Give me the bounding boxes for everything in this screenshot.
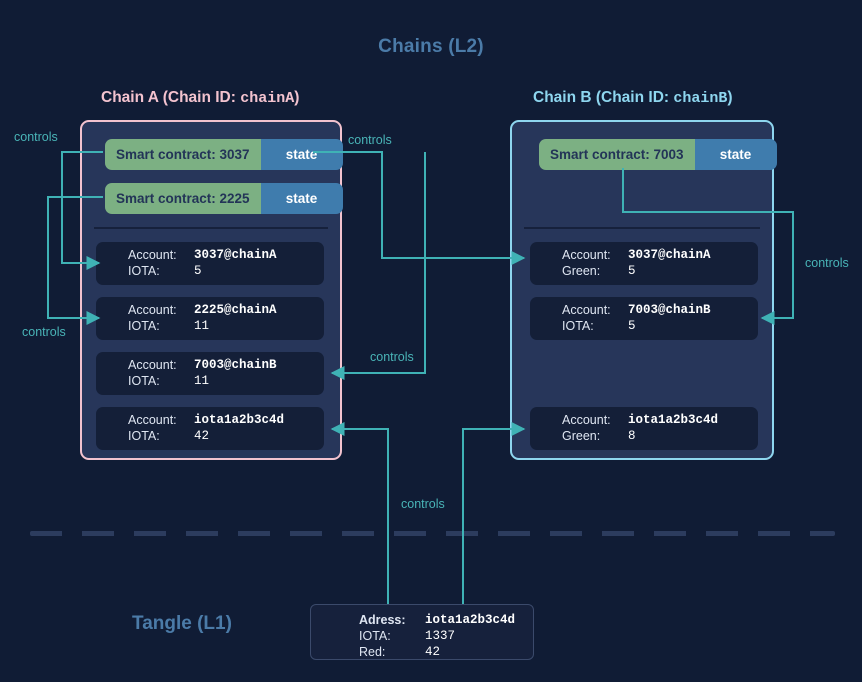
chain-a-account-2[interactable]: Account: 7003@chainB IOTA: 11 (96, 352, 324, 395)
chain-b-title: Chain B (Chain ID: chainB) (533, 89, 733, 107)
chain-a-title-suffix: ) (294, 89, 300, 106)
chain-b-account-2[interactable]: Account: iota1a2b3c4d Green: 8 (530, 407, 758, 450)
account-key: Account: (128, 413, 177, 427)
contract-label: Smart contract: 2225 (105, 183, 261, 214)
controls-label-0: controls (14, 130, 58, 144)
account-value: iota1a2b3c4d (628, 413, 719, 427)
red-value: 42 (425, 645, 441, 659)
contract-label: Smart contract: 3037 (105, 139, 261, 170)
controls-label-2: controls (348, 133, 392, 147)
chain-a-account-3[interactable]: Account: iota1a2b3c4d IOTA: 42 (96, 407, 324, 450)
controls-label-5: controls (401, 497, 445, 511)
chain-b-title-text: Chain B (Chain ID: (533, 89, 674, 106)
account-value: 3037@chainA (628, 248, 711, 262)
tangle-address-card[interactable]: Adress: iota1a2b3c4d IOTA: 1337 Red: 42 (310, 604, 534, 660)
balance-value: 11 (194, 374, 210, 388)
balance-key: IOTA: (562, 319, 594, 333)
iota-value: 1337 (425, 629, 456, 643)
account-key: Account: (128, 303, 177, 317)
panel-divider (524, 227, 760, 229)
balance-key: IOTA: (128, 429, 160, 443)
controls-label-3: controls (370, 350, 414, 364)
address-key: Adress: (359, 613, 406, 627)
account-value: 7003@chainB (628, 303, 711, 317)
account-value: 2225@chainA (194, 303, 277, 317)
chain-b-title-suffix: ) (727, 89, 733, 106)
account-value: 7003@chainB (194, 358, 277, 372)
wire-a-sc3037-to-acct0 (61, 151, 103, 270)
iota-key: IOTA: (359, 629, 391, 643)
balance-value: 11 (194, 319, 210, 333)
chain-a-panel[interactable]: Smart contract: 3037 state Smart contrac… (80, 120, 343, 460)
red-key: Red: (359, 645, 386, 659)
balance-value: 8 (628, 429, 636, 443)
layer-2-title: Chains (L2) (378, 36, 484, 57)
chain-b-account-1[interactable]: Account: 7003@chainB IOTA: 5 (530, 297, 758, 340)
account-key: Account: (562, 413, 611, 427)
balance-key: IOTA: (128, 374, 160, 388)
wire-l1-to-chainb-acct2 (462, 422, 526, 604)
balance-key: IOTA: (128, 264, 160, 278)
chain-a-title-text: Chain A (Chain ID: (101, 89, 241, 106)
account-value: iota1a2b3c4d (194, 413, 285, 427)
chain-b-contract-7003[interactable]: Smart contract: 7003 state (539, 139, 777, 170)
wire-l1-to-chaina-acct3 (330, 422, 389, 604)
chain-a-id: chainA (240, 90, 295, 107)
wire-a-sc2225-to-acct1 (47, 196, 103, 325)
controls-label-4: controls (805, 256, 849, 270)
chain-a-account-1[interactable]: Account: 2225@chainA IOTA: 11 (96, 297, 324, 340)
panel-divider (94, 227, 328, 229)
layer-1-title: Tangle (L1) (132, 613, 232, 634)
account-key: Account: (562, 248, 611, 262)
wire-a-sc3037-to-chainb-acct0 (313, 151, 526, 265)
contract-state-chip[interactable]: state (694, 139, 777, 170)
chain-b-account-0[interactable]: Account: 3037@chainA Green: 5 (530, 242, 758, 285)
contract-state-chip[interactable]: state (260, 183, 343, 214)
balance-value: 5 (628, 319, 636, 333)
chain-a-contract-2225[interactable]: Smart contract: 2225 state (105, 183, 343, 214)
balance-key: IOTA: (128, 319, 160, 333)
wire-b-sc7003-to-acct1 (622, 168, 794, 325)
account-key: Account: (128, 358, 177, 372)
chain-b-panel[interactable]: Smart contract: 7003 state Account: 3037@… (510, 120, 777, 460)
layer-divider (30, 531, 835, 536)
balance-key: Green: (562, 429, 601, 443)
chain-a-account-0[interactable]: Account: 3037@chainA IOTA: 5 (96, 242, 324, 285)
contract-state-chip[interactable]: state (260, 139, 343, 170)
balance-value: 5 (628, 264, 636, 278)
chain-a-title: Chain A (Chain ID: chainA) (101, 89, 299, 107)
account-key: Account: (128, 248, 177, 262)
chain-b-id: chainB (673, 90, 728, 107)
account-value: 3037@chainA (194, 248, 277, 262)
contract-label: Smart contract: 7003 (539, 139, 695, 170)
controls-label-1: controls (22, 325, 66, 339)
balance-value: 5 (194, 264, 202, 278)
chain-a-contract-3037[interactable]: Smart contract: 3037 state (105, 139, 343, 170)
balance-value: 42 (194, 429, 210, 443)
wire-b-sc7003-to-chaina-acct2 (330, 152, 426, 380)
account-key: Account: (562, 303, 611, 317)
address-value: iota1a2b3c4d (425, 613, 516, 627)
balance-key: Green: (562, 264, 601, 278)
